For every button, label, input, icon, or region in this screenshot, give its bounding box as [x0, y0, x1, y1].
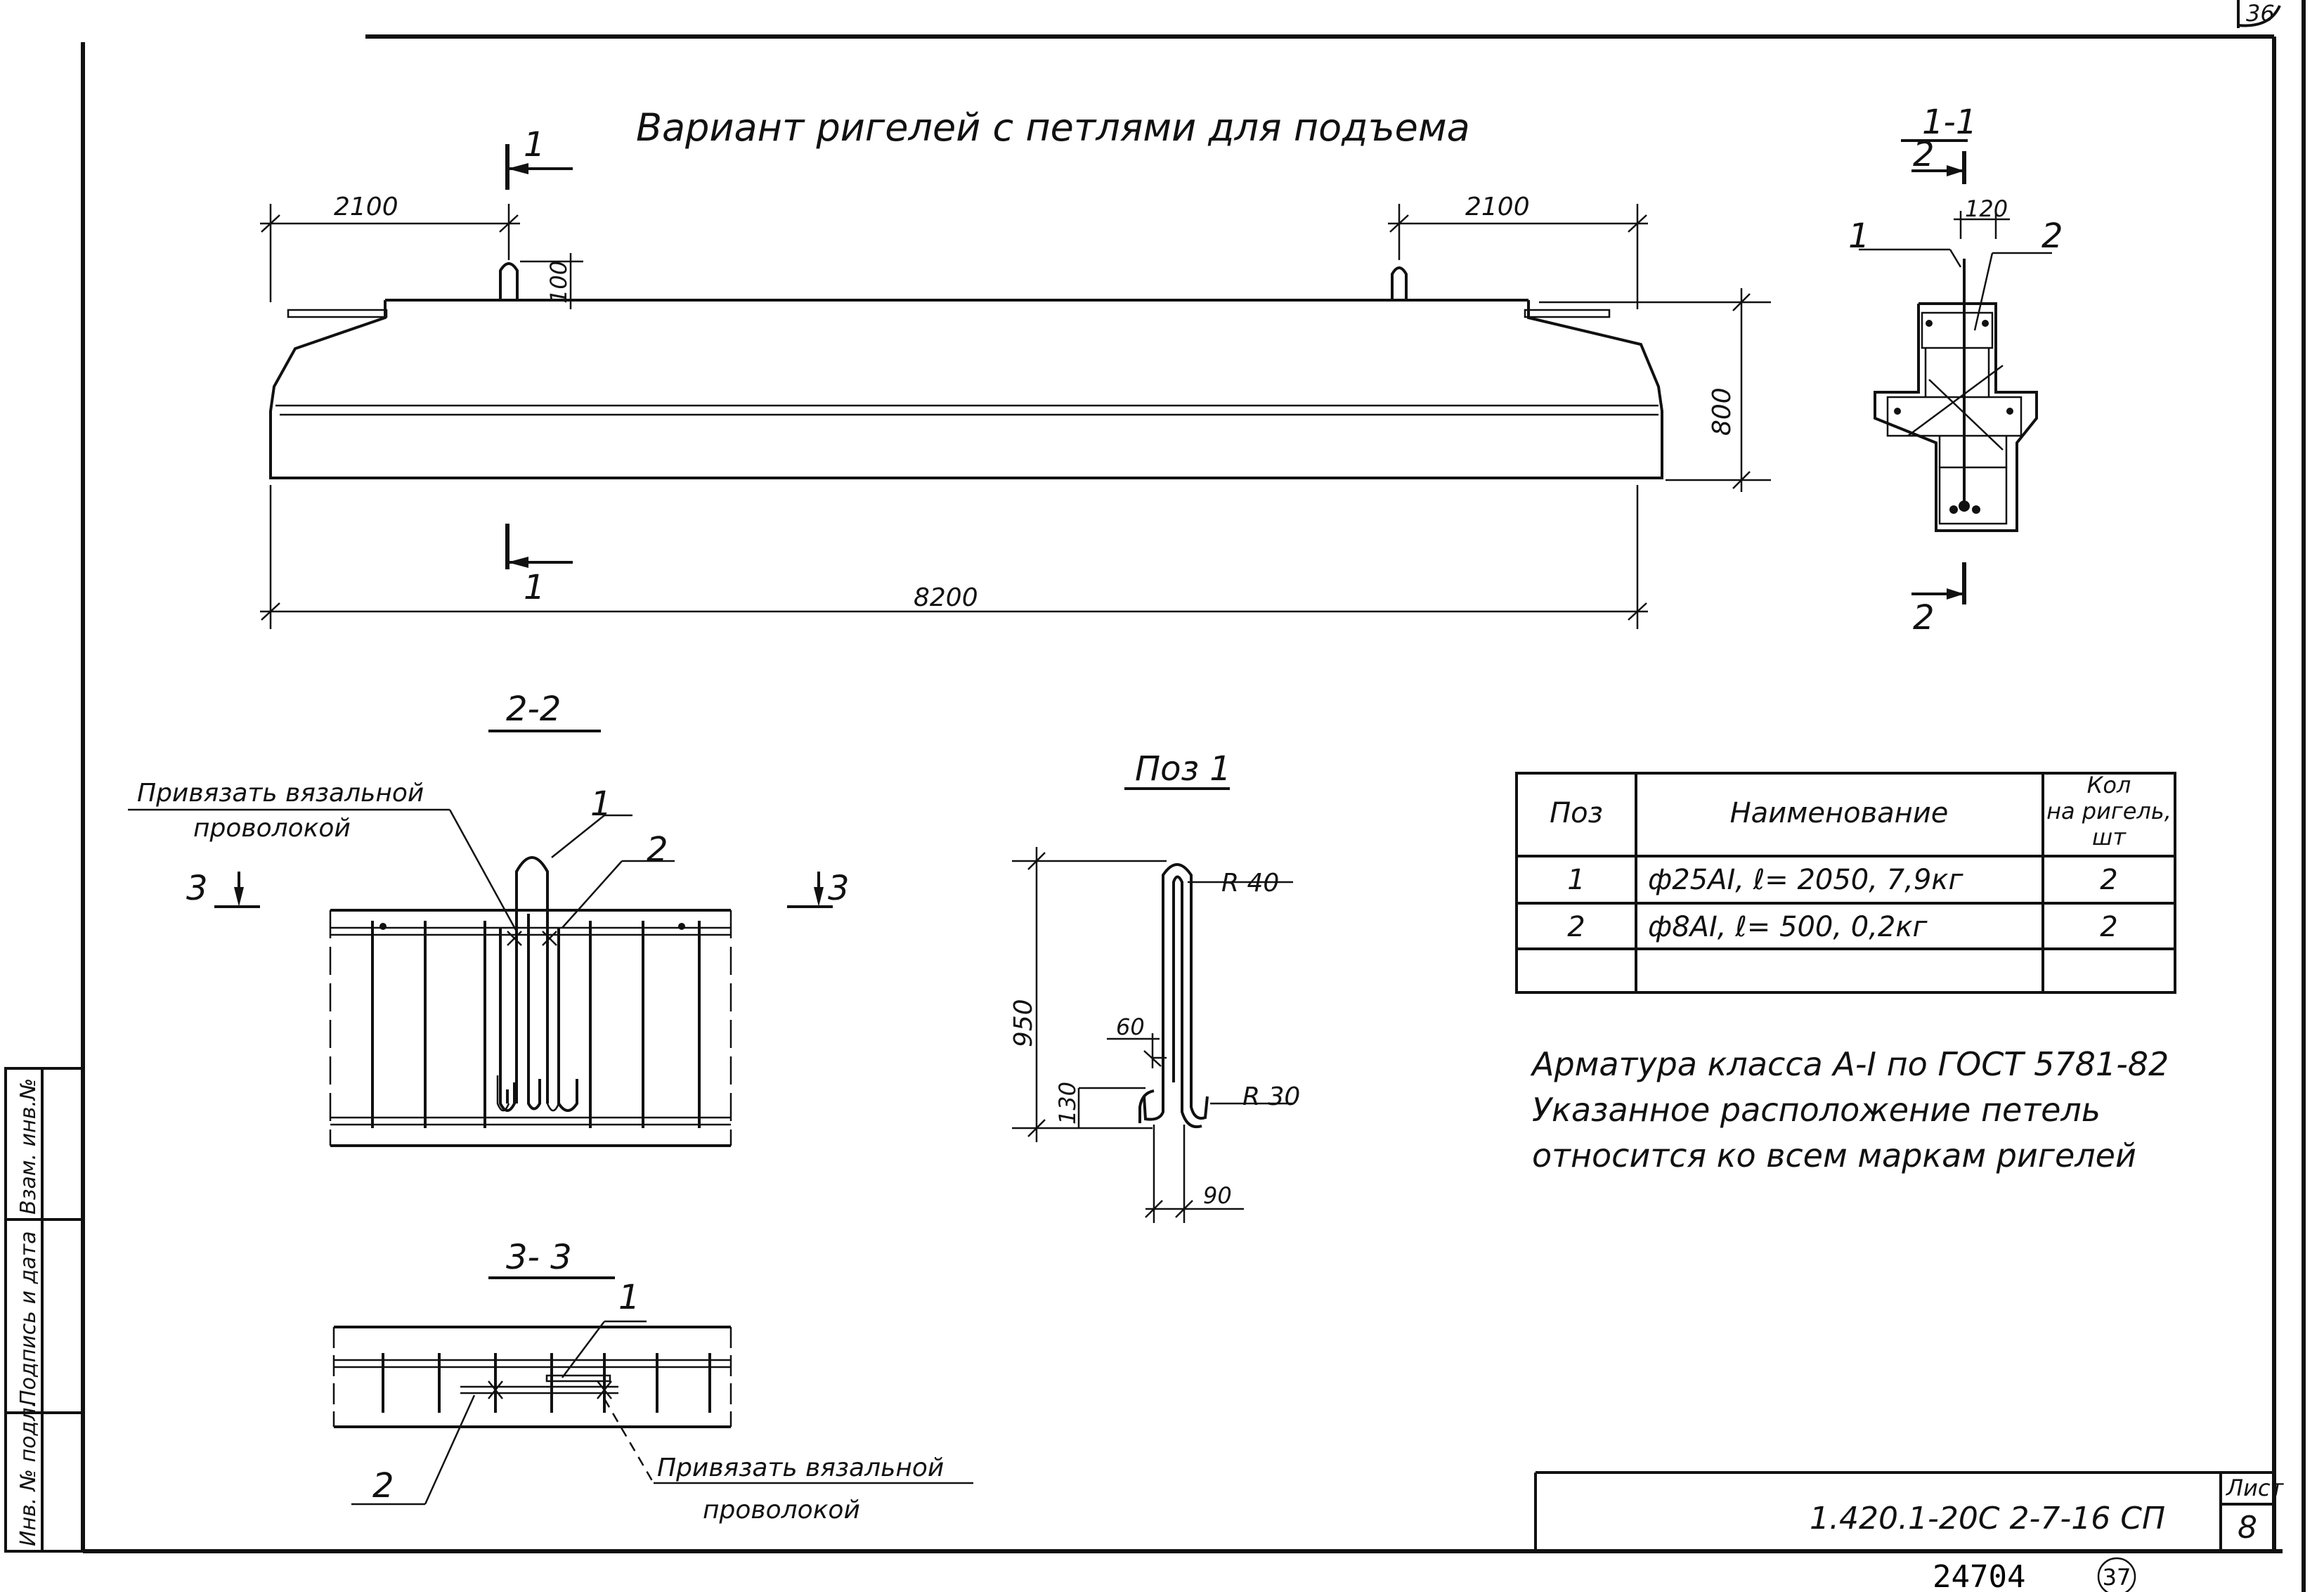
section-3-3-drawing: [332, 1320, 973, 1506]
section-mark-2-top: 2: [1913, 135, 1935, 174]
section-3-3-title: 3- 3: [506, 1238, 572, 1277]
section-2-2-drawing: [214, 814, 833, 1147]
section-1-1-callout-2: 2: [2041, 216, 2063, 256]
section-1-1-title: 1-1: [1922, 103, 1977, 142]
section-3-3-note-line2: проволокой: [703, 1496, 860, 1525]
main-view-title: Вариант ригелей с петлями для подъема: [636, 105, 1470, 150]
beam-elevation: [269, 262, 1663, 479]
note-line-2: Указанное расположение петель: [1532, 1091, 2101, 1129]
side-stamp-podpis-data: Подпись и дата: [16, 1231, 41, 1406]
section-mark-3-left: 3: [186, 869, 208, 908]
spec-header-pos: Поз: [1550, 797, 1603, 829]
section-2-2-title: 2-2: [506, 690, 561, 729]
spec-header-qty-2: на ригель,: [2046, 798, 2172, 824]
pos1-drawing: [1012, 847, 1293, 1223]
section-2-2-note-line2: проволокой: [193, 814, 351, 843]
spec-row2-qty: 2: [2100, 911, 2117, 943]
pos1-r30: R 30: [1242, 1082, 1300, 1111]
section-mark-3-right: 3: [828, 869, 850, 908]
spec-row2-pos: 2: [1567, 911, 1585, 943]
spec-row1-name: ф25АI, ℓ= 2050, 7,9кг: [1648, 864, 1963, 896]
dim-height-800: 800: [1708, 387, 1736, 436]
spec-table-grid: [1515, 772, 2176, 994]
main-view-dimensions: [260, 204, 1771, 629]
spec-row1-pos: 1: [1567, 864, 1585, 896]
sheet-label: Лист: [2226, 1475, 2284, 1501]
dim-left-2100: 2100: [334, 193, 398, 221]
section-1-markers: [505, 144, 573, 569]
spec-row1-qty: 2: [2100, 864, 2117, 896]
stamp-number: 24704: [1933, 1559, 2025, 1592]
spec-header-name: Наименование: [1730, 797, 1949, 829]
spec-header-qty-3: шт: [2092, 824, 2127, 850]
section-1-1-dim-120: 120: [1965, 195, 2008, 222]
section-1-1-callout-1: 1: [1848, 216, 1870, 256]
section-mark-1-bottom: 1: [524, 568, 545, 607]
section-mark-1-top: 1: [524, 125, 545, 164]
spec-header-qty-1: Кол: [2087, 772, 2131, 798]
section-3-3-note-line1: Привязать вязальной: [657, 1454, 944, 1482]
note-leader-line: [448, 809, 518, 932]
section-2-2-callout-1: 1: [590, 784, 612, 824]
drawing-code: 1.420.1-20С 2-7-16 СП: [1810, 1501, 2165, 1536]
pos1-dim-950: 950: [1009, 999, 1038, 1047]
note-line-3: относится ко всем маркам ригелей: [1532, 1137, 2136, 1174]
side-stamp-inv-podl: Инв. № подл.: [16, 1401, 41, 1546]
pos1-dim-90: 90: [1203, 1182, 1232, 1209]
section-1-1-drawing: [1859, 151, 2052, 604]
note-line-1: Арматура класса А-I по ГОСТ 5781-82: [1530, 1045, 2169, 1083]
dim-total-8200: 8200: [914, 583, 978, 612]
pos1-dim-60: 60: [1116, 1014, 1145, 1040]
dim-right-2100: 2100: [1465, 193, 1530, 221]
page-number-top: 36: [2246, 0, 2275, 27]
section-2-2-note-line1: Привязать вязальной: [137, 779, 424, 808]
side-stamp: [4, 1067, 84, 1553]
sheet-number: 8: [2238, 1510, 2257, 1546]
side-stamp-vzam-inv: Взам. инв.№: [16, 1078, 41, 1215]
section-3-3-callout-2: 2: [372, 1466, 394, 1506]
section-2-2-callout-2: 2: [647, 830, 668, 869]
dim-loop-100: 100: [545, 261, 572, 304]
title-block: [1534, 1471, 2274, 1551]
pos1-title: Поз 1: [1135, 749, 1231, 789]
pos1-dim-130: 130: [1054, 1082, 1081, 1125]
sheet-frame: [81, 0, 2306, 1592]
section-3-3-callout-1: 1: [618, 1278, 640, 1317]
stamp-circle: [2097, 1557, 2136, 1592]
spec-row2-name: ф8АI, ℓ= 500, 0,2кг: [1648, 911, 1928, 943]
stamp-circled-number: 37: [2103, 1564, 2131, 1591]
pos1-r40: R 40: [1221, 869, 1279, 898]
section-mark-2-bottom: 2: [1913, 598, 1935, 638]
